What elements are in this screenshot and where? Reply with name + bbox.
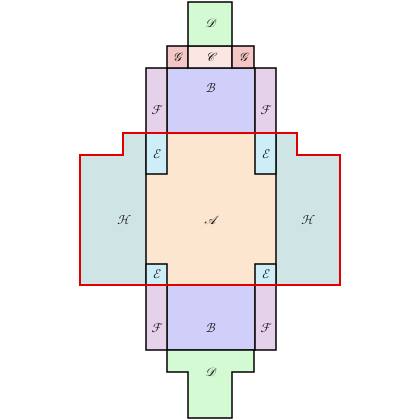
label-f-top-left: ℱ — [151, 103, 163, 117]
label-f-bottom-right: ℱ — [260, 321, 272, 335]
label-h-right: ℋ — [301, 213, 315, 227]
label-d-bottom: 𝒟 — [205, 365, 217, 379]
region-b-bottom — [166, 284, 256, 351]
label-f-bottom-left: ℱ — [151, 321, 163, 335]
region-f-bottom-left — [145, 284, 168, 351]
region-h-right — [276, 133, 340, 285]
region-d-top — [187, 1, 233, 47]
label-a: 𝒜 — [204, 213, 219, 227]
region-b-top — [166, 67, 256, 134]
red-boundary — [79, 132, 341, 286]
label-f-top-right: ℱ — [260, 103, 272, 117]
region-f-bottom-right — [254, 284, 277, 351]
label-e-top-right: ℰ — [261, 147, 270, 161]
label-h-left: ℋ — [117, 213, 131, 227]
region-h-left — [80, 133, 146, 285]
region-g-right — [231, 45, 255, 69]
label-b-bottom: ℬ — [205, 321, 216, 335]
label-e-bottom-left: ℰ — [152, 267, 161, 281]
region-d-bottom — [166, 349, 255, 419]
label-g-right: 𝒢 — [239, 50, 250, 64]
region-f-top-right — [254, 67, 277, 134]
label-d-top: 𝒟 — [205, 16, 217, 30]
label-g-left: 𝒢 — [173, 50, 184, 64]
label-e-top-left: ℰ — [152, 147, 161, 161]
label-e-bottom-right: ℰ — [261, 267, 270, 281]
region-f-top-left — [145, 67, 168, 134]
label-b-top: ℬ — [205, 81, 216, 95]
